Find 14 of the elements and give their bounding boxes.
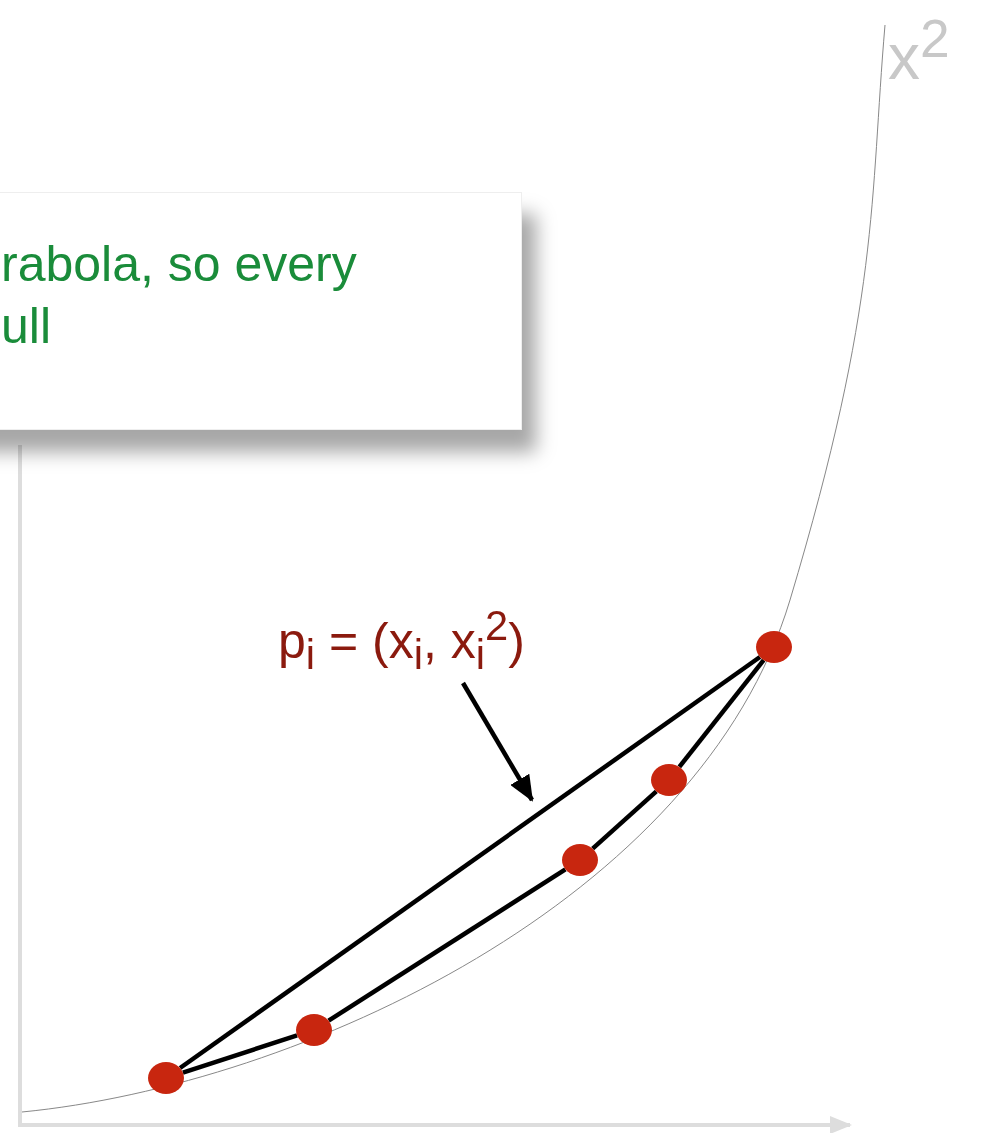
point-dot — [756, 631, 792, 663]
callout-text: rabola, so every ull — [1, 235, 358, 356]
point-label: p$_{i}$ = (x$_{i}$, x$_{i}$$^{2}$) — [278, 602, 638, 682]
point-dot — [562, 844, 598, 876]
point-dot — [148, 1062, 184, 1094]
leader-arrow — [461, 681, 534, 802]
point-dot — [651, 764, 687, 796]
hull-edge — [677, 658, 766, 769]
callout-box — [0, 192, 522, 430]
hull-edge — [327, 867, 567, 1023]
hull-edge — [591, 789, 658, 851]
hull-edge — [178, 655, 762, 1070]
hull-edge — [182, 1033, 298, 1075]
point-dot — [296, 1014, 332, 1046]
